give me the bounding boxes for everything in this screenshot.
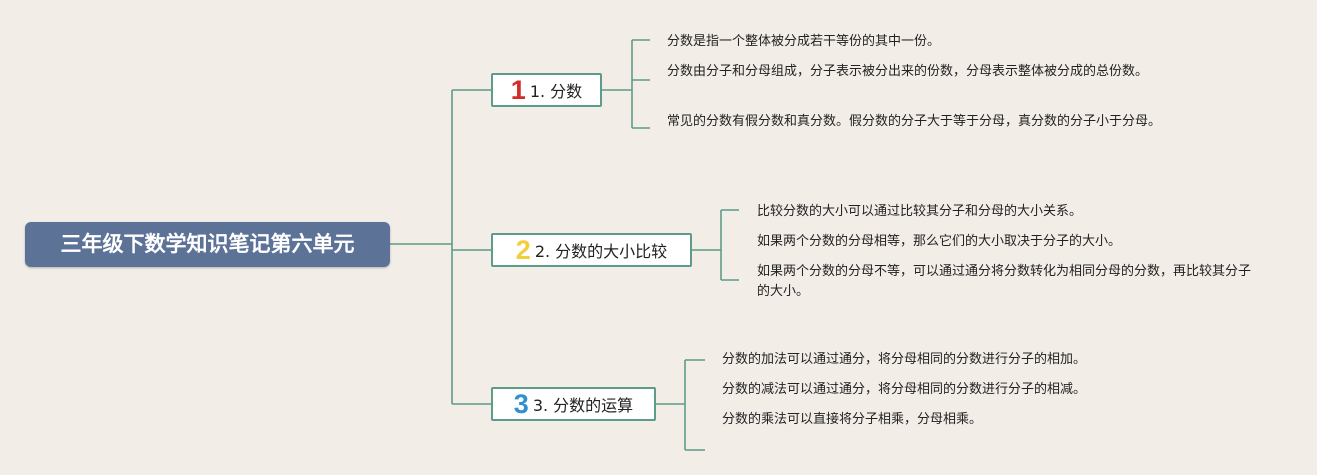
branch-label: 2. 分数的大小比较 [534,242,668,261]
number-one-icon: 1 [510,75,526,105]
leaf-note: 比较分数的大小可以通过比较其分子和分母的大小关系。 [757,204,1083,219]
leaf-note: 如果两个分数的分母不等，可以通过通分将分数转化为相同分母的分数，再比较其分子的大… [757,264,1252,299]
branch-fraction-operations[interactable]: 3 3. 分数的运算 [491,387,656,421]
branch-fraction-comparison[interactable]: 2 2. 分数的大小比较 [491,233,692,267]
leaf-note: 分数是指一个整体被分成若干等份的其中一份。 [667,34,941,49]
number-two-icon: 2 [515,235,531,265]
leaf-note: 分数由分子和分母组成，分子表示被分出来的份数，分母表示整体被分成的总份数。 [667,64,1149,79]
leaf-note: 常见的分数有假分数和真分数。假分数的分子大于等于分母，真分数的分子小于分母。 [667,114,1162,129]
root-topic[interactable]: 三年级下数学知识笔记第六单元 [25,222,390,267]
leaf-note: 分数的加法可以通过通分，将分母相同的分数进行分子的相加。 [722,352,1087,367]
leaf-note: 分数的乘法可以直接将分子相乘，分母相乘。 [722,412,983,427]
leaf-note: 如果两个分数的分母相等，那么它们的大小取决于分子的大小。 [757,234,1122,249]
branch-label: 1. 分数 [529,82,583,101]
leaf-note: 分数的减法可以通过通分，将分母相同的分数进行分子的相减。 [722,382,1087,397]
branch-fractions[interactable]: 1 1. 分数 [491,73,602,107]
number-three-icon: 3 [513,389,529,419]
branch-label: 3. 分数的运算 [532,396,634,415]
